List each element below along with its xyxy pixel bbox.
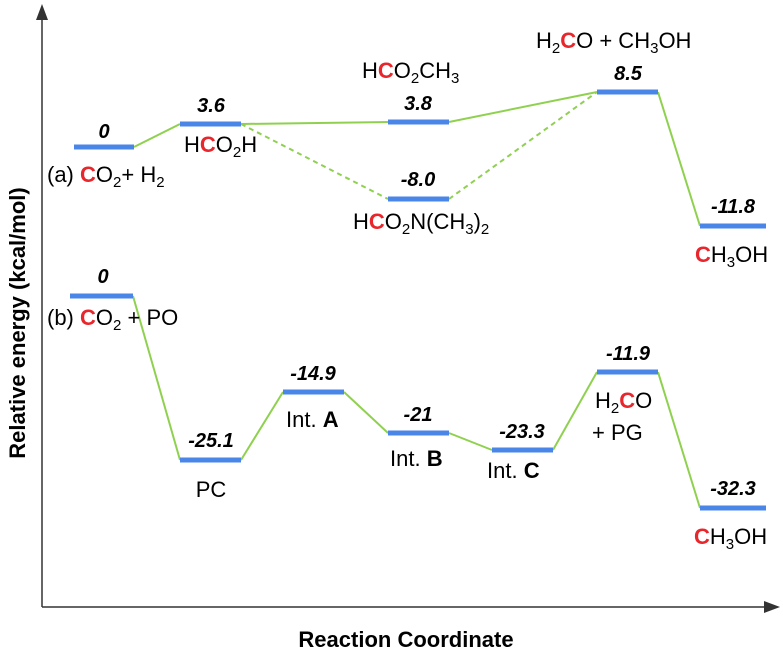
value-ch3oh-a: -11.8	[711, 196, 756, 218]
label-hco2h: HCO2H	[184, 132, 257, 161]
value-h2co-ch3oh: 8.5	[614, 63, 643, 85]
pathway-b-connectors	[132, 295, 701, 509]
pathway-a-levels	[74, 89, 766, 229]
connector-dashed	[448, 91, 598, 200]
connector-dashed	[240, 123, 389, 200]
connector	[343, 391, 389, 434]
label-h2co: H2CO	[595, 388, 652, 417]
value-int-b: -21	[404, 404, 433, 426]
connector	[448, 91, 598, 123]
value-int-a: -14.9	[290, 363, 336, 385]
pathway-b-levels	[70, 293, 766, 511]
label-pg: + PG	[592, 420, 643, 445]
value-hco2h: 3.6	[197, 95, 226, 117]
value-co2-h2: 0	[98, 121, 109, 143]
label-hco2ch3: HCO2CH3	[362, 58, 459, 87]
connector	[552, 371, 598, 451]
value-pc: -25.1	[188, 430, 234, 452]
label-ch3oh-a: CH3OH	[695, 242, 768, 271]
label-co2-h2: (a) CO2+ H2	[47, 162, 165, 191]
label-hco2n: HCO2N(CH3)2	[353, 209, 489, 238]
y-axis-arrow-icon	[36, 4, 48, 20]
value-int-c: -23.3	[499, 421, 545, 443]
connector	[448, 432, 493, 451]
pathway-a-connectors	[133, 91, 701, 227]
connector	[132, 295, 181, 461]
connector	[240, 121, 389, 125]
label-int-a: Int. A	[286, 407, 339, 432]
connector	[133, 123, 181, 148]
connector	[240, 391, 284, 461]
x-axis-title: Reaction Coordinate	[298, 627, 513, 652]
connector	[657, 91, 701, 227]
x-axis-arrow-icon	[764, 601, 780, 613]
label-pc: PC	[196, 477, 227, 502]
y-axis-title: Relative energy (kcal/mol)	[5, 187, 30, 458]
value-hco2ch3: 3.8	[404, 93, 433, 115]
value-co2-po: 0	[97, 266, 108, 288]
value-hco2n: -8.0	[401, 169, 435, 191]
value-h2co-pg: -11.9	[606, 343, 651, 365]
label-co2-po: (b) CO2 + PO	[47, 305, 178, 334]
label-ch3oh-b: CH3OH	[694, 524, 767, 553]
label-int-c: Int. C	[487, 458, 540, 483]
label-int-b: Int. B	[390, 446, 443, 471]
value-ch3oh-b: -32.3	[710, 478, 756, 500]
label-h2co-ch3oh: H2CO + CH3OH	[536, 28, 691, 57]
connector	[657, 371, 701, 509]
